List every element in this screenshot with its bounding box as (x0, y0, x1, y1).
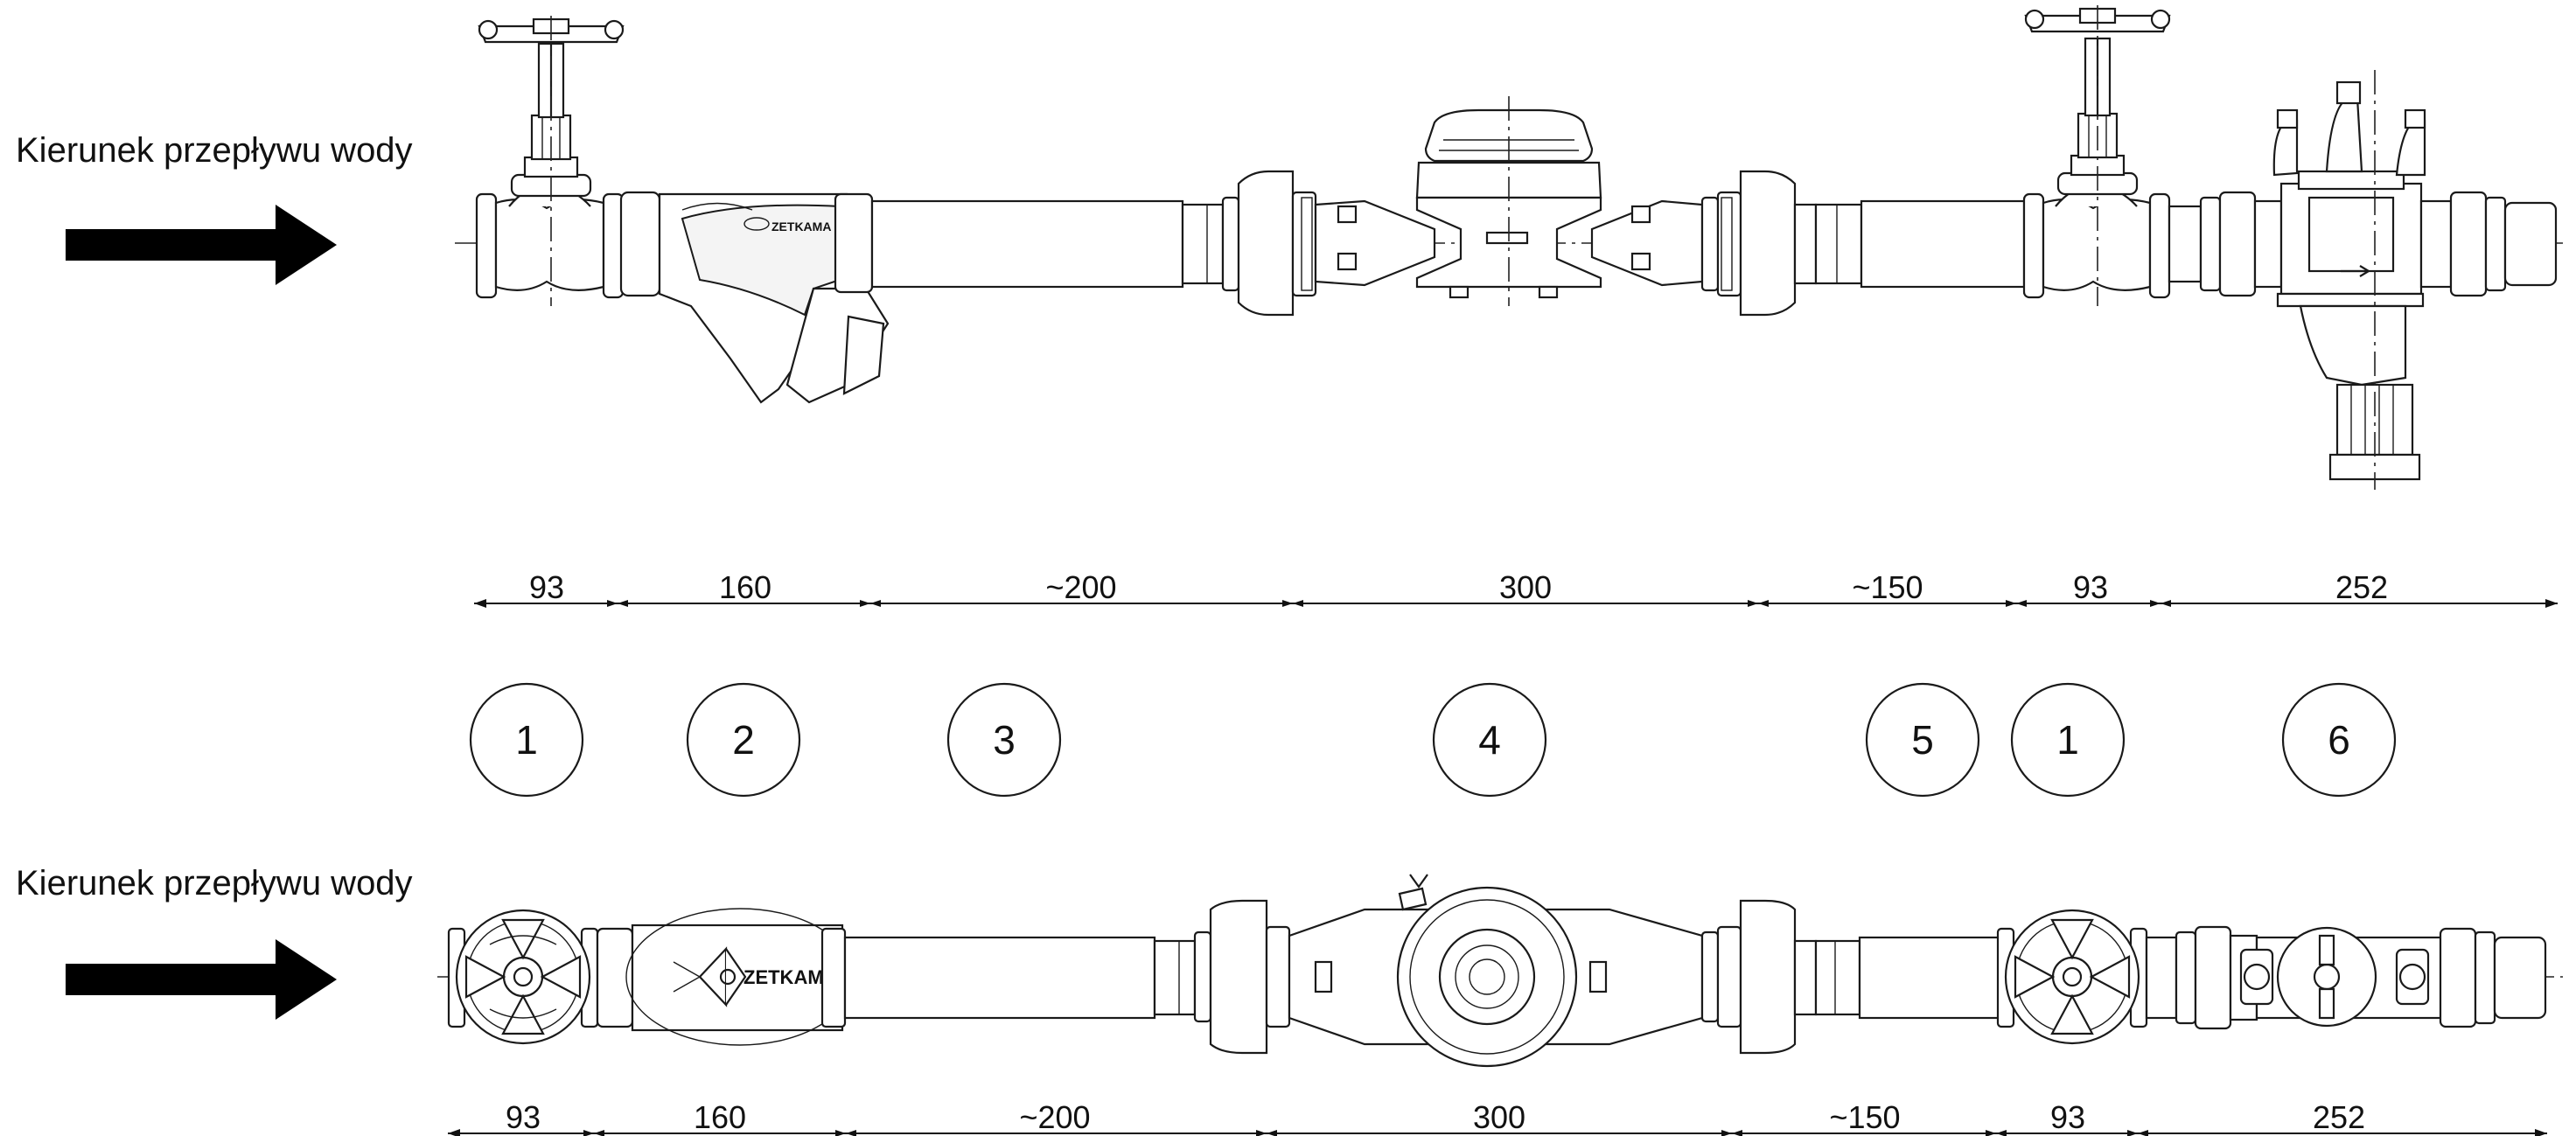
callout-6-label: 1 (2056, 717, 2079, 763)
shut-off-valve-1-top (447, 909, 599, 1045)
side-view: ZETKAMA (455, 5, 2563, 490)
callout-7-label: 6 (2328, 717, 2350, 763)
callout-2-label: 2 (732, 717, 755, 763)
brand-mark-side: ZETKAMA (771, 220, 831, 233)
flow-direction-label-top: Kierunek przepływu wody (16, 131, 413, 170)
pipe-section-5-top (1793, 936, 2008, 1020)
flow-arrow-top (66, 205, 337, 285)
strainer-side: ZETKAMA (619, 191, 890, 404)
dimension-row-bottom: 93 160 ~200 300 ~150 93 252 (448, 1099, 2547, 1136)
callout-4-label: 4 (1478, 717, 1501, 763)
dim-top-4: 300 (1499, 569, 1552, 605)
water-meter-side (1221, 96, 1797, 317)
dim-bottom-2: 160 (694, 1099, 746, 1135)
shut-off-valve-1-side (475, 16, 625, 306)
callout-3-label: 3 (993, 717, 1016, 763)
callout-6: 1 (2010, 682, 2126, 798)
dim-top-1: 93 (529, 569, 564, 605)
dim-top-6: 93 (2073, 569, 2108, 605)
dim-top-5: ~150 (1852, 569, 1923, 605)
pipe-section-3-top (843, 936, 1197, 1020)
dim-ticks-top (607, 600, 2171, 607)
callout-1-label: 1 (515, 717, 538, 763)
backflow-preventer-side (2168, 70, 2558, 490)
dim-bottom-3: ~200 (1019, 1099, 1090, 1135)
water-meter-top (1193, 874, 1797, 1068)
callouts: 1 2 3 4 5 1 6 (469, 682, 2397, 798)
callout-7: 6 (2281, 682, 2397, 798)
shut-off-valve-2-top (1996, 909, 2148, 1045)
callout-5: 5 (1865, 682, 1980, 798)
dim-bottom-7: 252 (2313, 1099, 2365, 1135)
callout-2: 2 (686, 682, 801, 798)
flow-arrow-bottom (66, 939, 337, 1020)
dim-bottom-5: ~150 (1829, 1099, 1900, 1135)
dim-top-7: 252 (2335, 569, 2388, 605)
callout-4: 4 (1432, 682, 1547, 798)
callout-3: 3 (946, 682, 1062, 798)
dim-top-3: ~200 (1045, 569, 1116, 605)
backflow-preventer-top (2145, 925, 2547, 1030)
dim-bottom-6: 93 (2050, 1099, 2085, 1135)
pipe-section-3-side (870, 199, 1225, 289)
pipe-section-5-side (1793, 199, 2026, 289)
dim-ticks-bottom (583, 1130, 2148, 1136)
dim-bottom-4: 300 (1473, 1099, 1525, 1135)
dimension-row-top: 93 160 ~200 300 ~150 93 252 (474, 569, 2558, 608)
flow-direction-label-bottom: Kierunek przepływu wody (16, 864, 413, 903)
callout-5-label: 5 (1911, 717, 1934, 763)
shut-off-valve-2-side (2022, 5, 2171, 306)
dim-bottom-1: 93 (506, 1099, 541, 1135)
dim-top-2: 160 (719, 569, 771, 605)
top-view: ZETKAMA (437, 874, 2563, 1068)
callout-1: 1 (469, 682, 584, 798)
strainer-top: ZETKAMA (596, 908, 855, 1046)
